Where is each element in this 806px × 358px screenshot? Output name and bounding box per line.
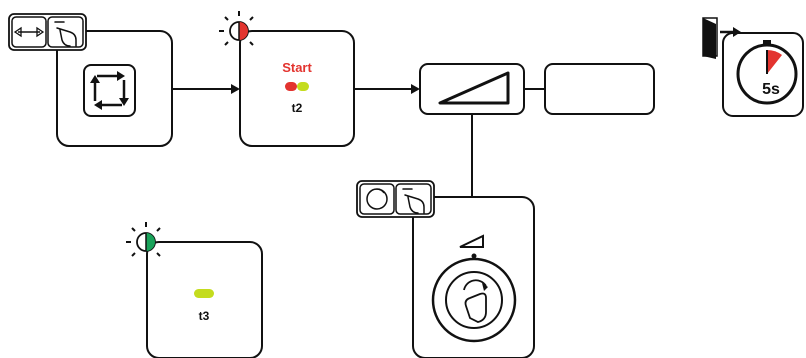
timeout-panel: 5s bbox=[702, 17, 804, 117]
t2-label: t2 bbox=[292, 101, 303, 115]
green-led-indicator-icon bbox=[126, 222, 166, 257]
start-box[interactable]: Start t2 bbox=[239, 30, 355, 147]
indicator-dot bbox=[471, 253, 477, 259]
red-green-led-icon bbox=[285, 82, 309, 91]
red-led-indicator-icon bbox=[219, 11, 259, 46]
arrowhead-1 bbox=[231, 84, 240, 94]
stopwatch-icon: 5s bbox=[736, 40, 798, 105]
cycle-arrows-icon bbox=[83, 64, 136, 117]
ramp-slope-icon bbox=[438, 71, 510, 105]
arrows-and-hand-icon[interactable] bbox=[8, 13, 87, 51]
end-box[interactable]: t3 bbox=[146, 241, 263, 358]
t3-label: t3 bbox=[199, 309, 210, 323]
start-label: Start bbox=[282, 60, 312, 75]
knob-and-hand-icon[interactable] bbox=[356, 180, 435, 218]
ramp-box[interactable] bbox=[419, 63, 525, 115]
rotary-knob-and-hand-icon[interactable] bbox=[431, 257, 517, 343]
arrowhead-2 bbox=[411, 84, 420, 94]
empty-display-box[interactable] bbox=[544, 63, 655, 115]
timeout-label: 5s bbox=[762, 81, 780, 98]
ramp-small-icon bbox=[459, 234, 484, 248]
connector-lines bbox=[172, 88, 545, 197]
cycle-box[interactable] bbox=[56, 30, 173, 147]
exit-door-icon bbox=[702, 17, 741, 59]
adjust-box[interactable] bbox=[412, 196, 535, 358]
lime-led-icon bbox=[194, 289, 214, 298]
